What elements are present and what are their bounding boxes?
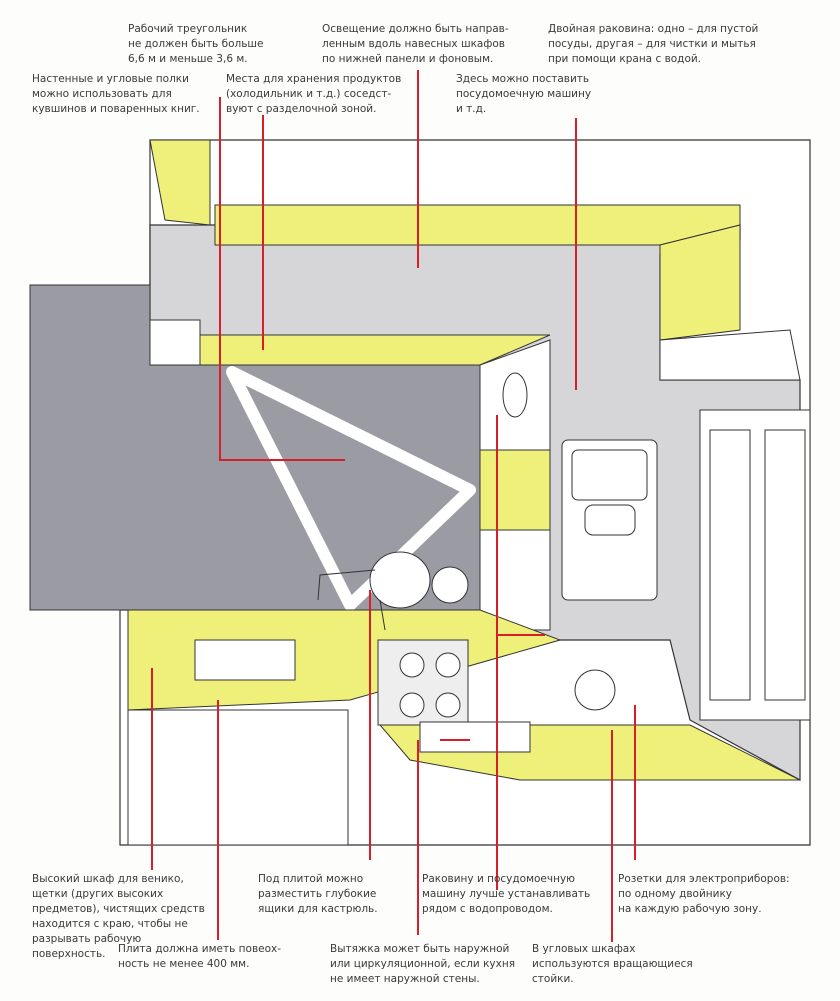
note-shelves: Настенные и угловые полки можно использо…	[32, 73, 200, 115]
note-work-triangle: Рабочий треугольник не должен быть больш…	[128, 23, 264, 65]
note-sink-dishwasher: Раковину и посудомоечную машину лучше ус…	[422, 873, 591, 915]
note-sockets: Розетки для электроприборов: по одному д…	[618, 873, 790, 915]
note-lighting: Освещение должно быть направ- ленным вдо…	[322, 23, 509, 65]
note-corner-cabinets: В угловых шкафах используются вращающиес…	[532, 943, 693, 985]
note-storage: Места для хранения продуктов (холодильни…	[226, 73, 402, 115]
note-under-stove: Под плитой можно разместить глубокие ящи…	[258, 873, 378, 915]
note-hood: Вытяжка может быть наружной или циркуляц…	[330, 943, 516, 985]
note-stove-surface: Плита должна иметь повеох- ность не мене…	[118, 943, 282, 970]
base-counters	[127, 609, 801, 846]
wall-cabinets	[149, 139, 801, 381]
work-triangle	[226, 366, 476, 611]
leader-lines	[151, 70, 636, 942]
note-double-sink: Двойная раковина: одно – для пустой посу…	[548, 23, 759, 65]
person-figure	[317, 551, 469, 631]
note-tall-cabinet: Высокий шкаф для венико, щетки (других в…	[32, 873, 205, 960]
window	[699, 409, 811, 721]
fridge	[479, 339, 551, 631]
note-dishwasher: Здесь можно поставить посудомоечную маши…	[456, 73, 592, 115]
double-sink	[561, 439, 658, 601]
